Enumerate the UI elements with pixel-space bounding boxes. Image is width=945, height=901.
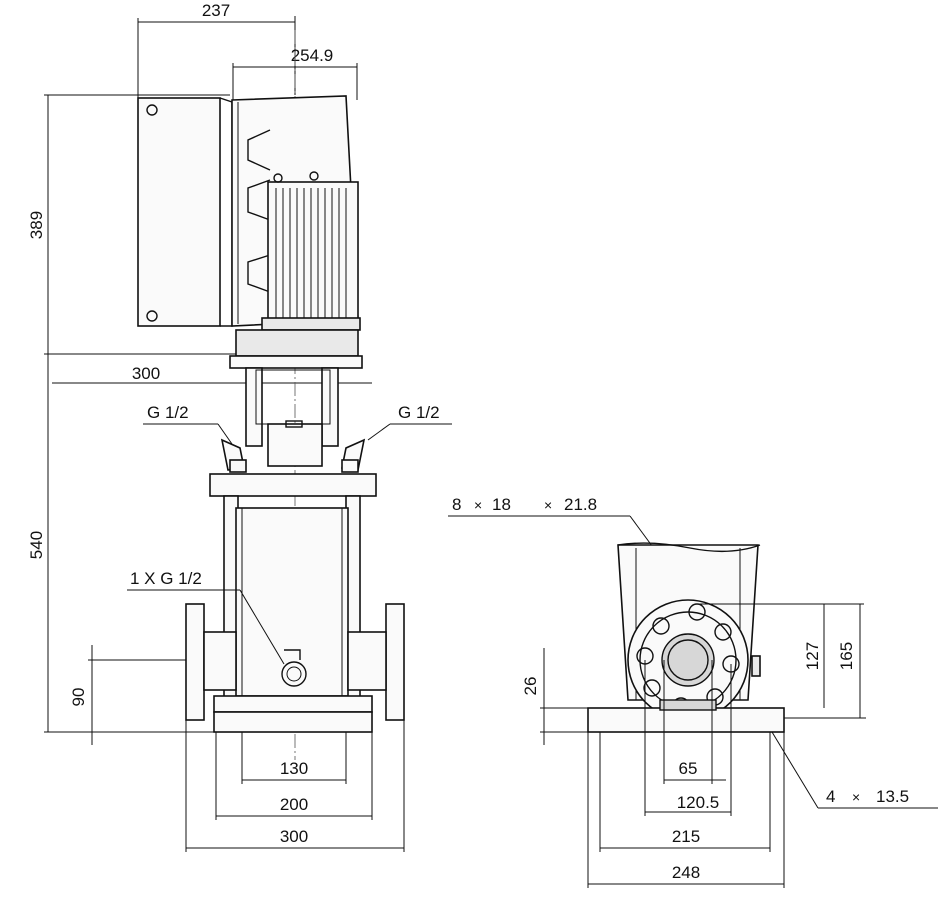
drain-port (281, 649, 307, 687)
dim-237-label: 237 (202, 1, 230, 20)
dim-127: 127 (698, 603, 864, 708)
motor-stool (229, 329, 363, 467)
dim-300-top-label: 300 (132, 364, 160, 383)
svg-text:300: 300 (280, 827, 308, 846)
svg-text:165: 165 (837, 642, 856, 670)
dim-26: 26 (521, 648, 590, 745)
svg-text:13.5: 13.5 (876, 787, 909, 806)
foot-note: 4 × 13.5 (771, 731, 938, 809)
dim-254-9-label: 254.9 (291, 46, 334, 65)
front-base (213, 695, 373, 733)
port-fittings (220, 438, 366, 473)
svg-text:×: × (852, 789, 860, 805)
svg-text:248: 248 (672, 863, 700, 882)
dim-389-label: 389 (27, 211, 46, 239)
side-flange (627, 599, 749, 721)
outlet-flange-right (347, 603, 405, 721)
dim-165: 165 (784, 604, 866, 719)
svg-text:215: 215 (672, 827, 700, 846)
pump-body (223, 495, 361, 707)
dim-300-top: 300 (52, 364, 372, 384)
dim-200: 200 (215, 732, 373, 820)
svg-text:26: 26 (521, 677, 540, 696)
dim-237: 237 (137, 1, 296, 102)
dim-389: 389 (27, 94, 230, 354)
dim-65: 65 (663, 660, 726, 784)
inlet-flange-left (185, 603, 237, 721)
svg-text:4: 4 (826, 787, 835, 806)
drain-label: 1 X G 1/2 (127, 569, 285, 665)
svg-text:127: 127 (803, 642, 822, 670)
svg-text:1 X G 1/2: 1 X G 1/2 (130, 569, 202, 588)
top-plate (209, 473, 377, 497)
dim-130: 130 (241, 732, 347, 784)
svg-text:G 1/2: G 1/2 (398, 403, 440, 422)
svg-text:8: 8 (452, 495, 461, 514)
dim-215: 215 (599, 732, 771, 852)
svg-text:×: × (544, 497, 552, 513)
svg-text:×: × (474, 497, 482, 513)
dim-254-9: 254.9 (232, 46, 358, 100)
front-view: 237 254.9 389 540 90 (27, 1, 452, 852)
port-label-right: G 1/2 (367, 403, 452, 441)
svg-text:200: 200 (280, 795, 308, 814)
svg-text:18: 18 (492, 495, 511, 514)
dim-120-5: 120.5 (644, 660, 732, 816)
svg-text:G 1/2: G 1/2 (147, 403, 189, 422)
dim-300-bottom: 300 (185, 720, 405, 852)
svg-text:21.8: 21.8 (564, 495, 597, 514)
dim-248: 248 (587, 732, 785, 888)
motor-terminal-box (137, 97, 233, 327)
dim-540: 540 (27, 353, 236, 733)
svg-text:130: 130 (280, 759, 308, 778)
port-label-left: G 1/2 (143, 403, 233, 445)
side-base (587, 699, 785, 733)
motor-finned-body (261, 171, 361, 331)
side-view: 8 × 18 × 21.8 (448, 495, 938, 888)
svg-text:65: 65 (679, 759, 698, 778)
svg-text:120.5: 120.5 (677, 793, 720, 812)
dim-90-label: 90 (69, 688, 88, 707)
dim-540-label: 540 (27, 531, 46, 559)
